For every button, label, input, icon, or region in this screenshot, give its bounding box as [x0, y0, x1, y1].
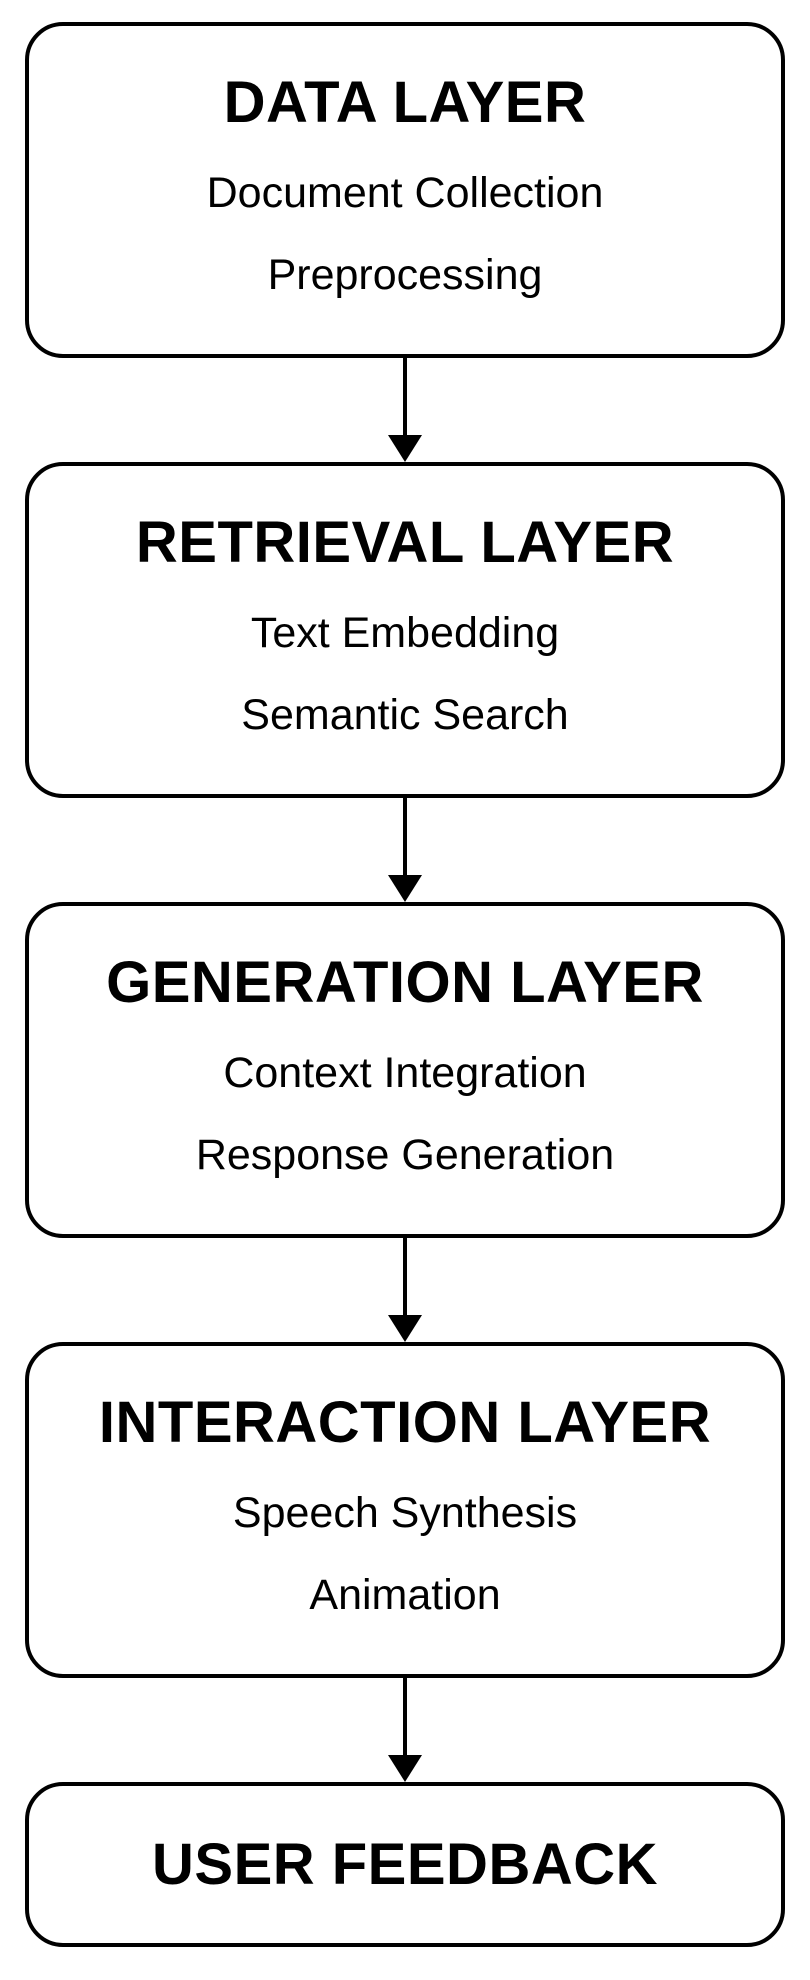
arrow-line: [403, 1678, 407, 1755]
arrow-line: [403, 798, 407, 875]
node-data-layer: DATA LAYER Document Collection Preproces…: [25, 22, 785, 358]
arrow-line: [403, 1238, 407, 1315]
node-generation-layer: GENERATION LAYER Context Integration Res…: [25, 902, 785, 1238]
node-subitem: Preprocessing: [267, 251, 543, 299]
node-title: GENERATION LAYER: [106, 950, 704, 1015]
down-arrow-icon: [388, 1678, 422, 1782]
node-title: INTERACTION LAYER: [98, 1390, 712, 1455]
down-arrow-icon: [388, 358, 422, 462]
node-subitem: Semantic Search: [241, 691, 569, 739]
arrow-head: [388, 1755, 422, 1782]
node-subitem: Context Integration: [223, 1049, 587, 1097]
node-title: RETRIEVAL LAYER: [135, 510, 675, 575]
arrow-line: [403, 358, 407, 435]
node-subitem: Response Generation: [195, 1131, 615, 1179]
arrow-head: [388, 435, 422, 462]
arrow-head: [388, 1315, 422, 1342]
node-subitem: Speech Synthesis: [232, 1489, 578, 1537]
node-interaction-layer: INTERACTION LAYER Speech Synthesis Anima…: [25, 1342, 785, 1678]
node-subitem: Document Collection: [206, 169, 604, 217]
node-subitem: Text Embedding: [250, 609, 560, 657]
down-arrow-icon: [388, 798, 422, 902]
node-retrieval-layer: RETRIEVAL LAYER Text Embedding Semantic …: [25, 462, 785, 798]
node-title: USER FEEDBACK: [152, 1831, 658, 1897]
node-subitem: Animation: [309, 1571, 501, 1619]
node-user-feedback: USER FEEDBACK: [25, 1782, 785, 1947]
arrow-head: [388, 875, 422, 902]
down-arrow-icon: [388, 1238, 422, 1342]
node-title: DATA LAYER: [223, 70, 587, 135]
